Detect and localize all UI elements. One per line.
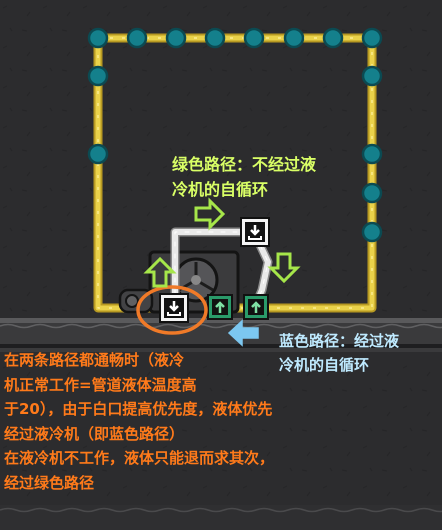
- liquid-intake-icon: [243, 294, 269, 320]
- blue-path-label-line: 蓝色路径：经过液: [279, 332, 400, 350]
- pipe-bridge-icon: [204, 27, 226, 49]
- arrow-up-icon: [143, 256, 177, 288]
- pipe-bridge-icon: [361, 182, 383, 204]
- yellow-pipe-loop: [93, 33, 377, 313]
- floor-tiles: [0, 318, 442, 530]
- green-path-arrows: [143, 197, 301, 288]
- liquid-vent-icon: [159, 293, 189, 323]
- pipe-bridge-icon: [243, 27, 265, 49]
- liquid-vent-icon: [240, 217, 270, 247]
- arrow-down-icon: [267, 252, 301, 284]
- green-path-label-line: 绿色路径：不经过液: [172, 155, 317, 174]
- explanation-line: 经过绿色路径: [4, 473, 95, 492]
- pipe-bridge-icon: [126, 27, 148, 49]
- green-path-label-line: 冷机的自循环: [172, 180, 269, 199]
- pipe-bridge-icon: [87, 27, 109, 49]
- explanation-line: 于20），由于白口提高优先度，液体优先: [4, 400, 273, 418]
- green-path-label: 绿色路径：不经过液 冷机的自循环: [172, 152, 316, 202]
- blue-path-label: 蓝色路径：经过液 冷机的自循环: [279, 329, 399, 377]
- pipe-bridge-icon: [361, 143, 383, 165]
- pipe-bridge-icon: [361, 65, 383, 87]
- pipe-bridge-icon: [87, 65, 109, 87]
- pipe-bridge-icon: [283, 27, 305, 49]
- explanation-line: 机正常工作=管道液体温度高: [4, 375, 197, 394]
- pipe-bridge-icon: [87, 143, 109, 165]
- liquid-intake-icon: [207, 294, 233, 320]
- highlight-circle: [136, 285, 208, 335]
- blue-path-label-line: 冷机的自循环: [279, 356, 370, 374]
- explanation-line: 在两条路径都通畅时（液冷: [4, 351, 185, 369]
- arrow-right-icon: [194, 197, 226, 231]
- pipe-bridge-icon: [165, 27, 187, 49]
- pipe-bridge-icon: [361, 221, 383, 243]
- explanation-line: 在液冷机不工作，液体只能退而求其次，: [4, 449, 275, 467]
- pipe-bridges: [87, 27, 383, 243]
- pipe-bridge-icon: [361, 27, 383, 49]
- explanation-line: 经过液冷机（即蓝色路径）: [4, 424, 185, 443]
- explanation-text: 在两条路径都通畅时（液冷 机正常工作=管道液体温度高 于20），由于白口提高优先…: [4, 348, 274, 495]
- arrow-left-icon: [227, 319, 259, 347]
- pipe-bridge-icon: [322, 27, 344, 49]
